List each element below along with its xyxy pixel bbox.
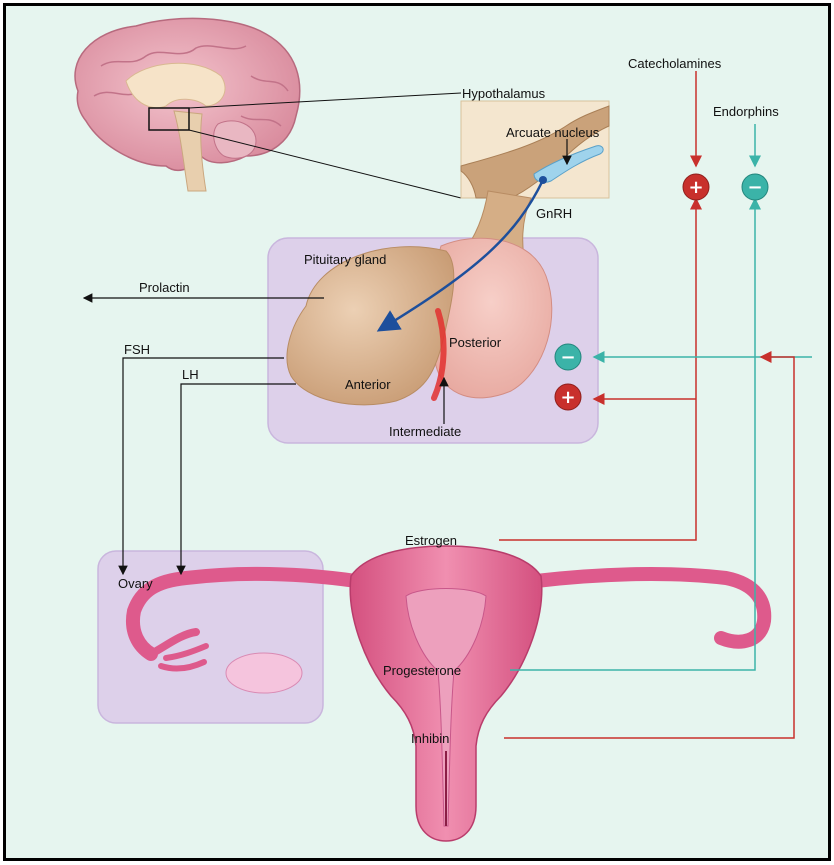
arcuate-nucleus-label: Arcuate nucleus [506, 125, 600, 140]
catecholamines-label: Catecholamines [628, 56, 722, 71]
hypothalamus-inset [461, 101, 609, 198]
fsh-label: FSH [124, 342, 150, 357]
prolactin-label: Prolactin [139, 280, 190, 295]
endorphins-label: Endorphins [713, 104, 779, 119]
minus-sign-hypothalamus: − [742, 174, 768, 200]
intermediate-label: Intermediate [389, 424, 461, 439]
zoom-line [189, 130, 461, 198]
gnrh-label: GnRH [536, 206, 572, 221]
posterior-label: Posterior [449, 335, 502, 350]
anterior-label: Anterior [345, 377, 391, 392]
svg-text:+: + [688, 177, 703, 198]
hpo-axis-diagram: + − − + Catecholamines Hypothalamus Endo… [6, 6, 828, 858]
svg-text:−: − [560, 347, 575, 368]
fsh-arrow [123, 358, 284, 574]
pituitary-gland-label: Pituitary gland [304, 252, 386, 267]
ovary-label: Ovary [118, 576, 153, 591]
hypothalamus-label: Hypothalamus [462, 86, 546, 101]
inhibin-label: Inhibin [411, 731, 449, 746]
plus-sign-pituitary: + [555, 384, 581, 410]
svg-text:−: − [747, 177, 762, 198]
estrogen-label: Estrogen [405, 533, 457, 548]
brain-illustration [75, 18, 300, 191]
minus-sign-pituitary: − [555, 344, 581, 370]
diagram-frame: + − − + Catecholamines Hypothalamus Endo… [3, 3, 831, 861]
plus-sign-hypothalamus: + [683, 174, 709, 200]
svg-text:+: + [560, 387, 575, 408]
progesterone-label: Progesterone [383, 663, 461, 678]
lh-label: LH [182, 367, 199, 382]
